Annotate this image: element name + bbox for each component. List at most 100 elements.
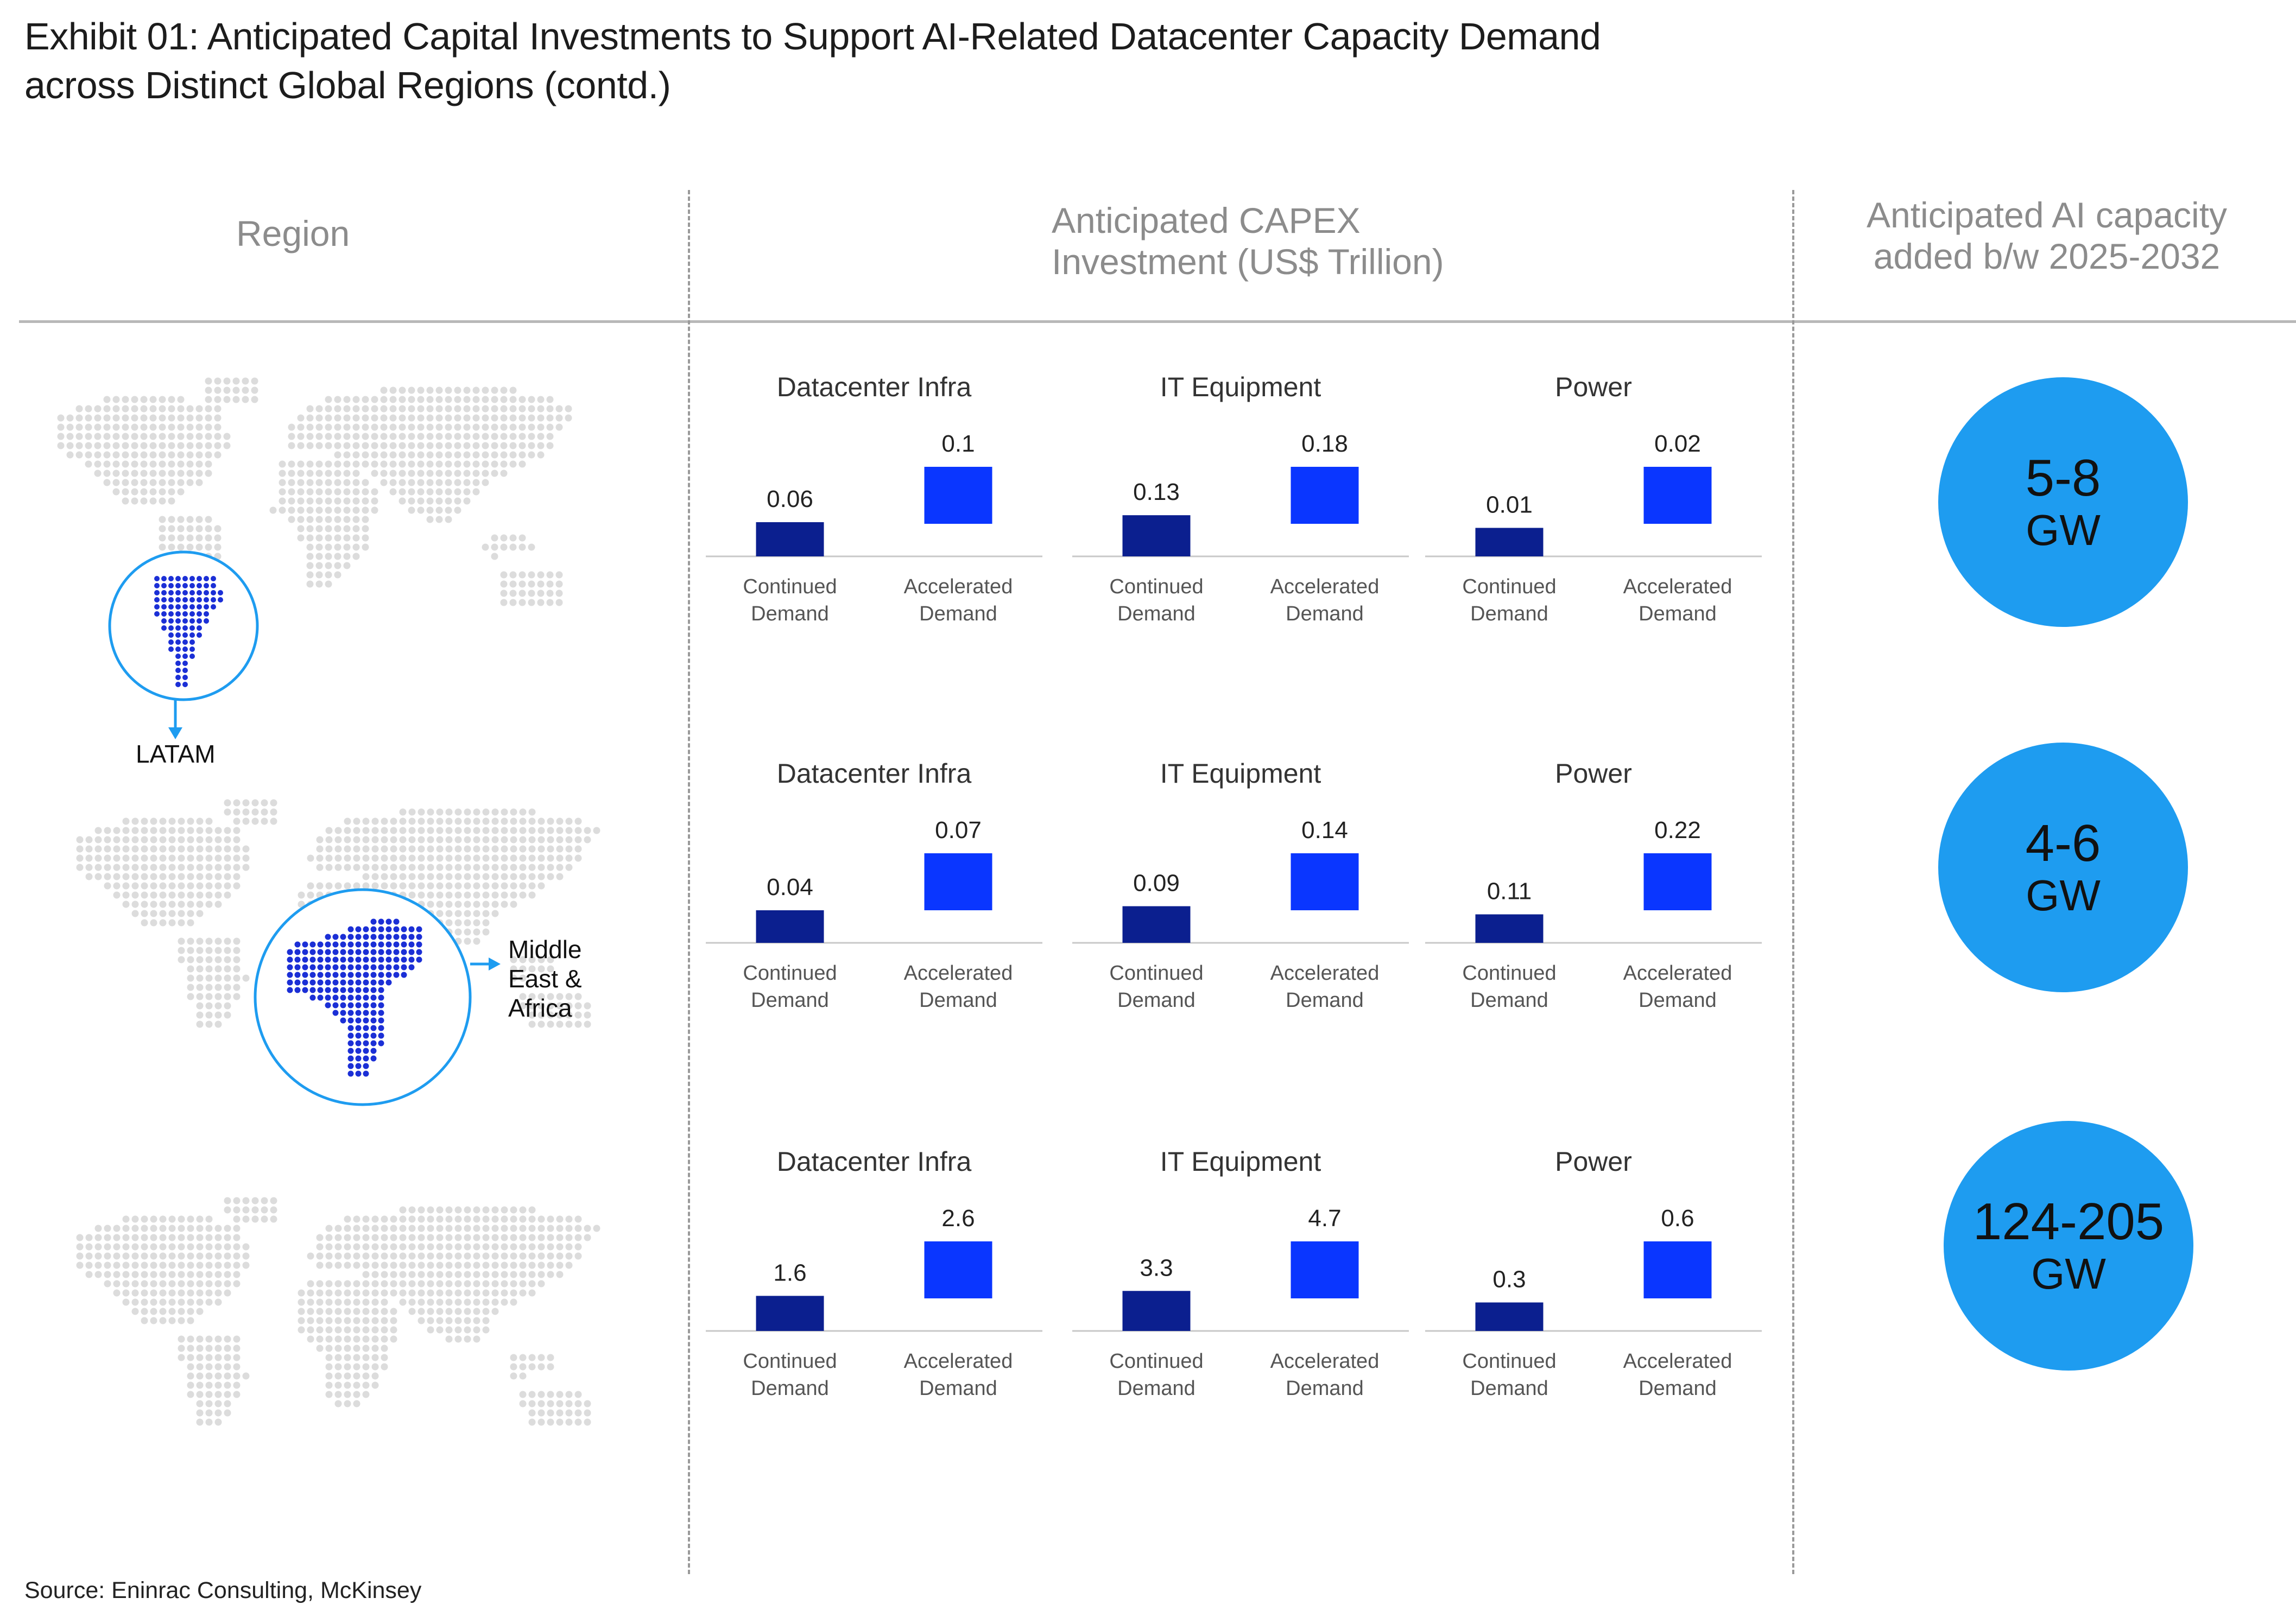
category-label: Accelerated	[904, 1350, 1013, 1373]
capacity-circle-latam: 5-8 GW	[1938, 377, 2188, 627]
value-label: 0.18	[1301, 430, 1348, 457]
panel-title: IT Equipment	[1160, 372, 1321, 402]
latam-highlight	[108, 550, 259, 739]
category-label: Demand	[751, 989, 829, 1012]
category-label: Continued	[1462, 1350, 1556, 1373]
title-line-1: Exhibit 01: Anticipated Capital Investme…	[24, 15, 1601, 58]
value-label: 4.7	[1308, 1205, 1341, 1232]
category-label: Accelerated	[1270, 962, 1380, 985]
header-divider	[19, 320, 2296, 323]
column-divider-left	[688, 190, 690, 1574]
category-label: Continued	[1109, 575, 1203, 598]
column-divider-right	[1792, 190, 1794, 1574]
bar-accelerated	[924, 1241, 992, 1298]
bar-continued	[1122, 1291, 1191, 1331]
capacity-unit: GW	[2026, 871, 2101, 920]
panel-title: Power	[1555, 1146, 1632, 1177]
bar-continued	[1122, 906, 1191, 943]
category-label: Demand	[1470, 603, 1548, 625]
region-header: Region	[236, 213, 350, 253]
bar-accelerated	[1291, 853, 1359, 910]
category-label: Continued	[1462, 575, 1556, 598]
capacity-value: 5-8	[2025, 449, 2101, 507]
capacity-header-line-2: added b/w 2025-2032	[1873, 236, 2221, 276]
region-label-mea: Middle East & Africa	[508, 935, 582, 1022]
category-label: Demand	[1286, 603, 1364, 625]
category-label: Demand	[751, 1377, 829, 1400]
capacity-circle-region-3: 124-205 GW	[1944, 1121, 2193, 1371]
value-label: 0.1	[941, 430, 975, 457]
category-label: Accelerated	[904, 962, 1013, 985]
value-label: 0.06	[767, 486, 813, 512]
bar-accelerated	[924, 853, 992, 910]
value-label: 3.3	[1140, 1254, 1173, 1281]
capex-header-line-1: Anticipated CAPEX	[1052, 200, 1361, 240]
value-label: 0.22	[1654, 817, 1701, 844]
bar-accelerated	[1643, 467, 1712, 524]
mea-highlight	[254, 888, 501, 1106]
value-label: 0.11	[1487, 878, 1532, 905]
capacity-value: 124-205	[1972, 1193, 2165, 1251]
world-map	[76, 1197, 600, 1426]
category-label: Accelerated	[1623, 575, 1732, 598]
bar-accelerated	[1291, 1241, 1359, 1298]
bar-continued	[756, 1296, 824, 1331]
category-label: Continued	[743, 575, 837, 598]
value-label: 0.04	[767, 874, 813, 901]
bar-continued	[1475, 528, 1544, 556]
bar-accelerated	[1291, 467, 1359, 524]
category-label: Demand	[919, 989, 997, 1012]
world-map	[57, 377, 572, 606]
capacity-header: Anticipated AI capacity added b/w 2025-2…	[1808, 194, 2286, 277]
panel-title: Power	[1555, 758, 1632, 789]
category-label: Accelerated	[1270, 1350, 1380, 1373]
category-label: Continued	[1462, 962, 1556, 985]
panel-title: Power	[1555, 372, 1632, 402]
value-label: 2.6	[941, 1205, 975, 1232]
capacity-header-line-1: Anticipated AI capacity	[1866, 195, 2228, 235]
category-label: Demand	[1639, 603, 1717, 625]
value-label: 0.07	[935, 817, 982, 844]
category-label: Demand	[919, 603, 997, 625]
title-line-2: across Distinct Global Regions (contd.)	[24, 64, 671, 106]
capex-header: Anticipated CAPEX Investment (US$ Trilli…	[1052, 200, 1444, 282]
category-label: Demand	[1639, 989, 1717, 1012]
category-label: Demand	[1470, 1377, 1548, 1400]
capacity-unit: GW	[2031, 1250, 2106, 1298]
value-label: 0.01	[1486, 492, 1533, 518]
chart-panel: IT Equipment0.09ContinuedDemand0.14Accel…	[1072, 758, 1409, 1012]
arrow-right-icon	[489, 957, 501, 971]
panel-title: IT Equipment	[1160, 1146, 1321, 1177]
value-label: 0.02	[1654, 430, 1701, 457]
value-label: 0.14	[1301, 817, 1348, 844]
value-label: 1.6	[773, 1259, 806, 1286]
value-label: 0.6	[1661, 1205, 1694, 1232]
bar-accelerated	[1643, 853, 1712, 910]
source-note: Source: Eninrac Consulting, McKinsey	[24, 1577, 422, 1603]
value-label: 0.13	[1133, 479, 1180, 505]
bar-continued	[1475, 1302, 1544, 1331]
bar-accelerated	[1643, 1241, 1712, 1298]
category-label: Continued	[743, 1350, 837, 1373]
bar-continued	[1475, 914, 1544, 943]
capacity-value: 4-6	[2025, 814, 2101, 872]
exhibit-title: Exhibit 01: Anticipated Capital Investme…	[24, 12, 1925, 110]
bar-continued	[1122, 515, 1191, 556]
panel-title: Datacenter Infra	[777, 1146, 972, 1177]
category-label: Accelerated	[1623, 962, 1732, 985]
category-label: Continued	[1109, 1350, 1203, 1373]
capex-header-line-2: Investment (US$ Trillion)	[1052, 242, 1444, 282]
panel-title: Datacenter Infra	[777, 758, 972, 789]
category-label: Demand	[751, 603, 829, 625]
chart-panel: IT Equipment3.3ContinuedDemand4.7Acceler…	[1072, 1146, 1409, 1400]
category-label: Demand	[1470, 989, 1548, 1012]
panel-title: IT Equipment	[1160, 758, 1321, 789]
category-label: Accelerated	[1270, 575, 1380, 598]
chart-panel: Power0.3ContinuedDemand0.6AcceleratedDem…	[1425, 1146, 1762, 1400]
category-label: Demand	[1286, 989, 1364, 1012]
